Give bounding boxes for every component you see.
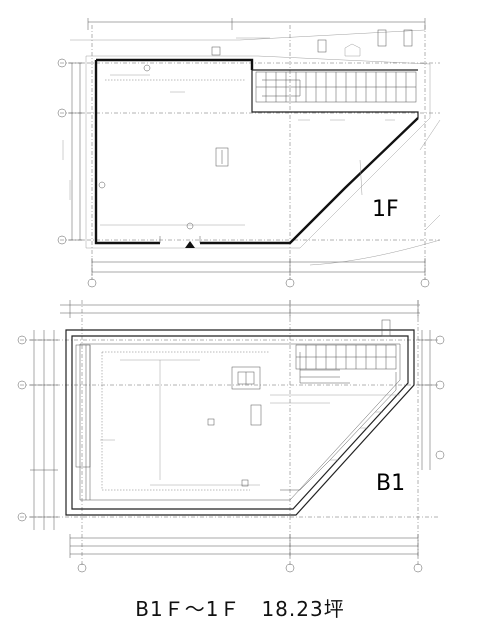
grid-marker [77,563,87,573]
staircase-1f [255,71,417,103]
plan-1f: 1F [57,18,441,288]
grid-marker [420,278,430,288]
plan-b1: B1 [17,300,445,573]
wall-south-diagonal [200,117,419,245]
b1-finish-line [79,343,401,501]
grid-marker [435,450,445,460]
column-marker [143,64,151,72]
wall-stair-side [251,70,419,118]
site-boundary [85,55,431,249]
room-tag [215,147,229,167]
column-marker [186,222,194,230]
left-storage [75,344,91,468]
grid-marker [285,278,295,288]
grid-marker [17,335,27,345]
fixture [207,418,215,426]
grid-marker [435,380,445,390]
grid-marker [57,58,67,68]
staircase-b1 [295,344,397,384]
fixture-box [377,29,387,47]
diagonal-ledge [280,372,397,491]
b1-outer-wall [65,329,415,516]
road-curve [309,239,441,266]
fixture-box [317,39,327,53]
fixture-box [381,319,391,337]
room-tag-b1 [250,404,262,426]
grid-marker [413,563,423,573]
grid-marker [285,563,295,573]
grid-marker [435,335,445,345]
meter-box [211,46,221,56]
grid-marker [57,235,67,245]
column-marker [98,181,106,189]
fixture-box [403,29,413,47]
floor-label-1f: 1F [372,197,399,222]
sheet-caption: B1Ｆ～1Ｆ 18.23坪 [135,597,345,621]
shaft [231,366,261,390]
grid-marker [57,108,67,118]
grid-marker [87,278,97,288]
entrance-arrow [185,241,195,248]
fixture [241,479,249,487]
grid-marker [17,380,27,390]
wall-west [94,60,160,245]
grid-marker [17,512,27,522]
wall-north [96,58,254,70]
floor-label-b1: B1 [376,471,405,496]
b1-inner-wall [71,335,409,510]
